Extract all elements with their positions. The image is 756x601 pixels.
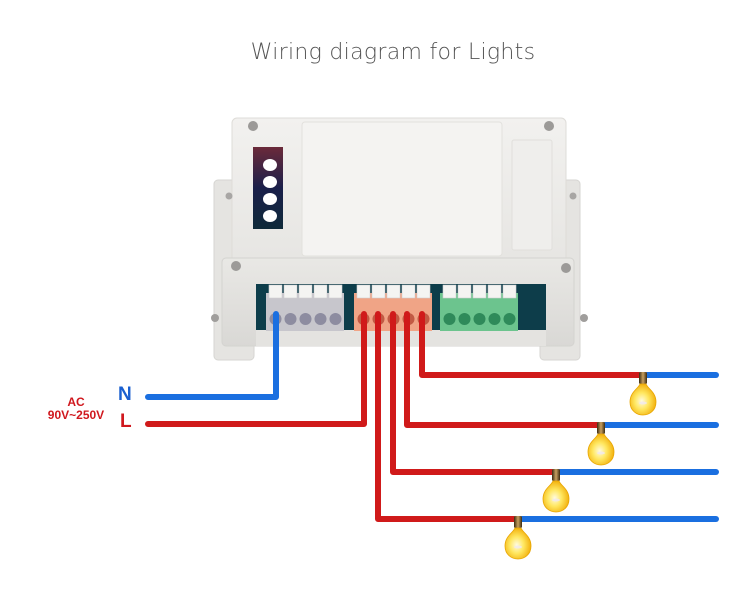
mounting-hole <box>231 261 241 271</box>
load-live-wire-1 <box>419 311 642 378</box>
terminal-socket <box>299 313 312 325</box>
terminal-lever <box>371 284 386 299</box>
terminal-socket <box>503 313 516 325</box>
mounting-hole <box>248 121 258 131</box>
indicator-led <box>263 176 277 188</box>
bulb-base <box>639 372 647 384</box>
enclosure-ledge <box>256 330 546 346</box>
neutral-label: N <box>118 384 132 405</box>
aux-terminal-body <box>440 293 518 331</box>
load-live-wire-2 <box>404 311 600 428</box>
power-input-label: AC 90V~250V <box>40 396 112 422</box>
bulb-glass <box>504 527 532 560</box>
light-bulb-icon <box>587 422 615 466</box>
neutral-input-wire <box>145 311 279 400</box>
terminal-socket <box>458 313 471 325</box>
bulb-filament <box>514 545 522 549</box>
terminal-lever <box>502 284 517 299</box>
terminal-lever <box>472 284 487 299</box>
mounting-hole <box>211 314 219 322</box>
mounting-hole <box>561 263 571 273</box>
bulb-base <box>597 422 605 434</box>
indicator-led <box>263 210 277 222</box>
terminal-socket <box>329 313 342 325</box>
voltage-range-label: 90V~250V <box>47 408 105 422</box>
bulb-filament <box>597 451 605 455</box>
terminal-lever <box>268 284 283 299</box>
diagram-title: Wiring diagram for Lights <box>250 40 536 65</box>
terminal-lever <box>313 284 328 299</box>
mounting-hole <box>580 314 588 322</box>
terminal-lever <box>416 284 431 299</box>
terminal-socket <box>443 313 456 325</box>
terminal-socket <box>314 313 327 325</box>
live-label: L <box>120 411 132 432</box>
terminal-socket <box>488 313 501 325</box>
light-bulb-icon <box>629 372 657 416</box>
terminal-lever <box>356 284 371 299</box>
bulb-glass <box>587 433 615 466</box>
light-bulb-icon <box>504 516 532 560</box>
terminal-socket <box>284 313 297 325</box>
aux-terminal <box>440 284 518 331</box>
ac-type-label: AC <box>67 395 85 409</box>
terminal-lever <box>386 284 401 299</box>
bulb-filament <box>552 498 560 502</box>
indicator-led <box>263 193 277 205</box>
relay-device <box>211 117 588 361</box>
mounting-hole <box>544 121 554 131</box>
load-live-wire-4 <box>375 311 517 522</box>
enclosure-side-slot <box>511 139 553 251</box>
terminal-lever <box>298 284 313 299</box>
bulb-glass <box>629 383 657 416</box>
bulb-base <box>514 516 522 528</box>
terminal-lever <box>487 284 502 299</box>
terminal-lever <box>457 284 472 299</box>
light-bulb-icon <box>542 469 570 513</box>
mounting-hole <box>569 192 577 200</box>
terminal-lever <box>283 284 298 299</box>
enclosure-lid <box>301 121 503 257</box>
bulb-base <box>552 469 560 481</box>
bulb-filament <box>639 401 647 405</box>
terminal-socket <box>473 313 486 325</box>
bulb-glass <box>542 480 570 513</box>
live-input-wire <box>145 311 367 427</box>
terminal-lever <box>442 284 457 299</box>
indicator-led <box>263 159 277 171</box>
terminal-lever <box>401 284 416 299</box>
terminal-lever <box>328 284 343 299</box>
mounting-hole <box>225 192 233 200</box>
load-live-wire-3 <box>390 311 555 475</box>
